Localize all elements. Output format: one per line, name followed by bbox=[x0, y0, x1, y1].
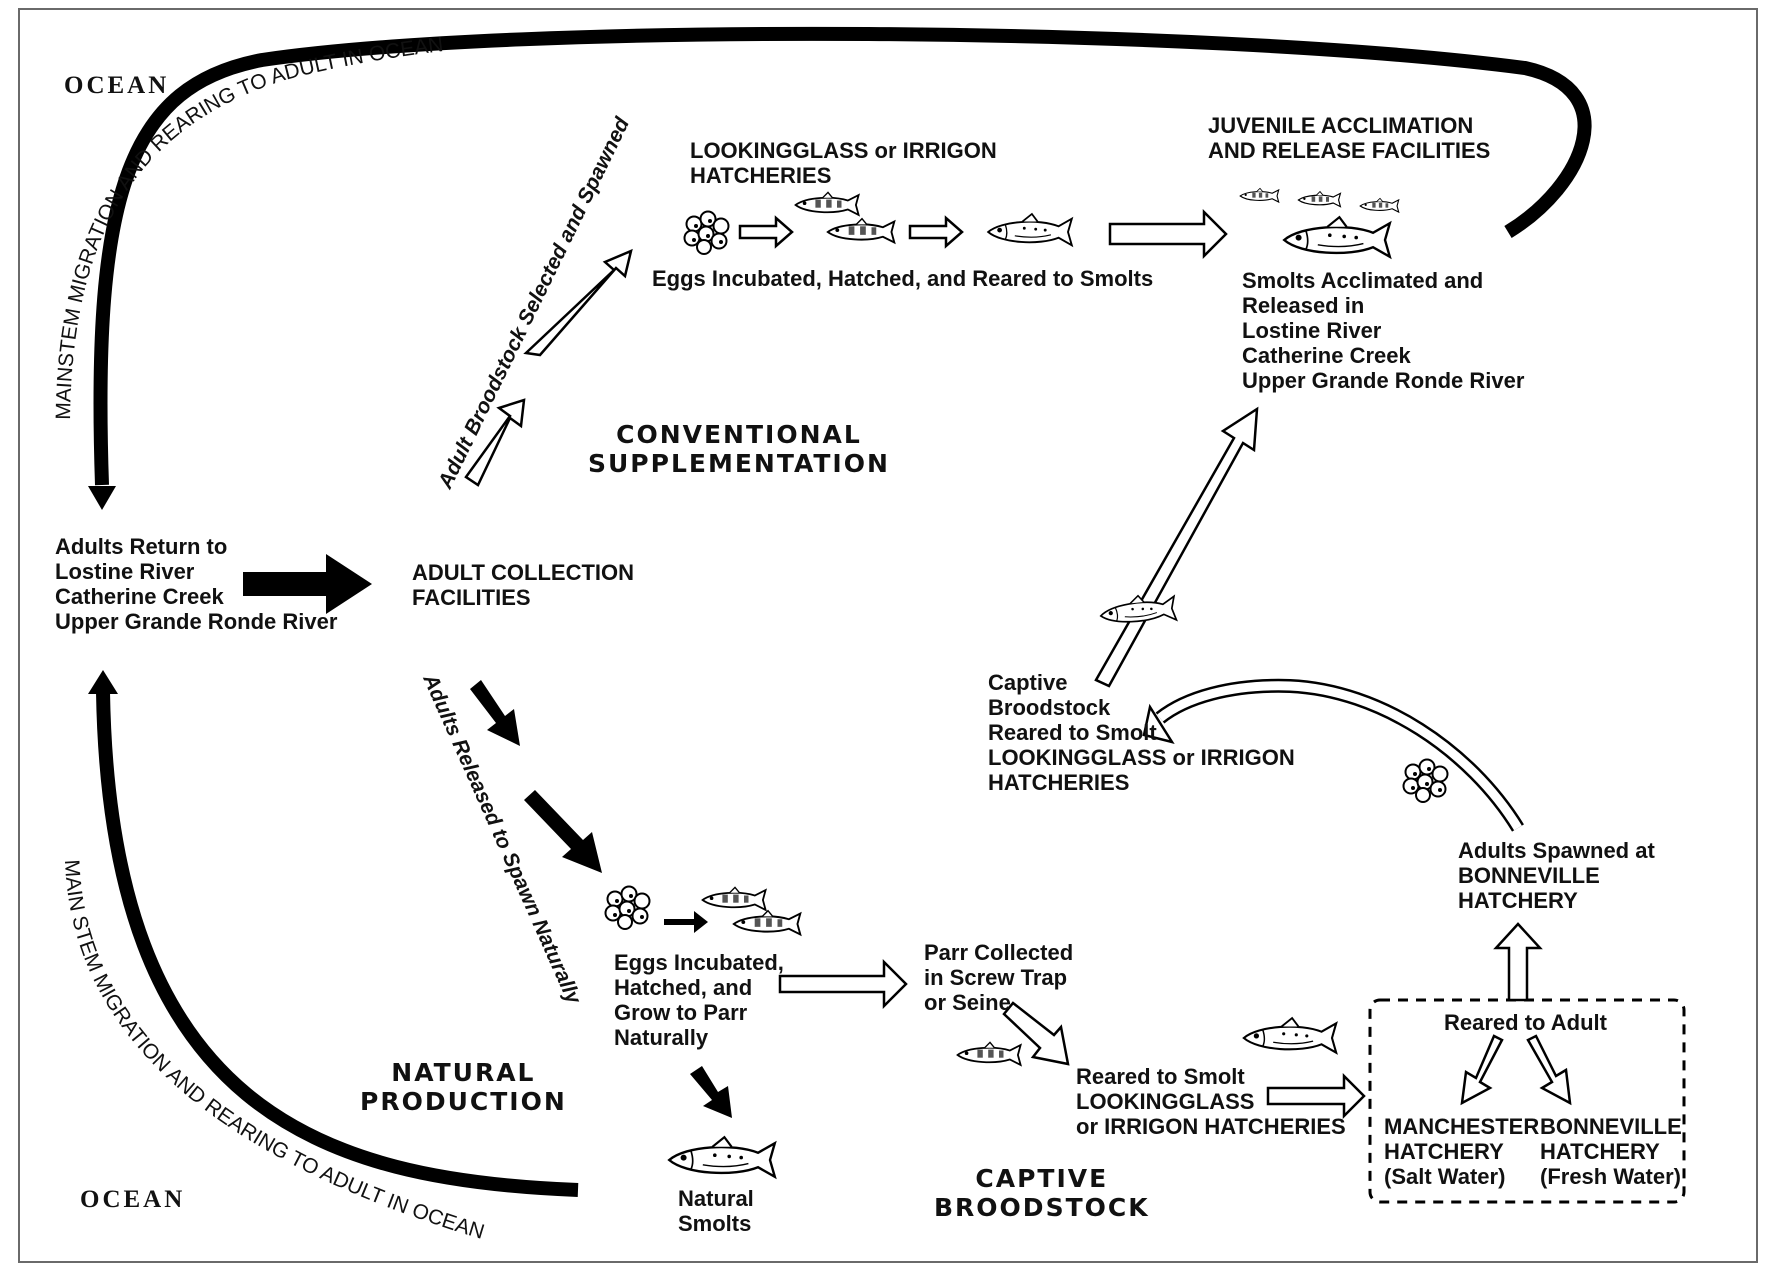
juvenile-fish-icon-3 bbox=[1359, 197, 1400, 213]
egg-cluster-icon-bonneville bbox=[1402, 758, 1449, 803]
node-eggs-reared-smolts: Eggs Incubated, Hatched, and Reared to S… bbox=[652, 266, 1154, 291]
egg-cluster-icon bbox=[683, 210, 730, 255]
natural-fry-icon-2 bbox=[732, 909, 802, 936]
captive-smolt-fish-icon-2 bbox=[1242, 1016, 1338, 1054]
arrow-bonneville-to-captive-head bbox=[1142, 703, 1175, 744]
node-bonneville-fresh: BONNEVILLE HATCHERY (Fresh Water) bbox=[1540, 1114, 1682, 1189]
arrow-to-natural-smolts bbox=[690, 1066, 732, 1118]
released-smolt-fish-icon bbox=[1282, 215, 1392, 258]
node-juvenile-acclimation: JUVENILE ACCLIMATION AND RELEASE FACILIT… bbox=[1208, 113, 1491, 163]
arrow-smolt-to-reared-adult bbox=[1266, 1072, 1366, 1120]
arrow-fry-to-smolt bbox=[908, 215, 964, 249]
ocean-label-bottom: OCEAN bbox=[80, 1186, 186, 1213]
natural-smolt-fish-icon bbox=[668, 1135, 776, 1179]
arrow-hatchery-to-acclimation bbox=[1108, 208, 1228, 260]
arrow-natural-eggs-to-fry bbox=[664, 911, 708, 933]
arrow-return-to-collection bbox=[243, 554, 372, 614]
fry-icon-2 bbox=[826, 217, 896, 244]
smolt-fish-icon bbox=[987, 212, 1073, 247]
natural-fry-icon bbox=[701, 886, 767, 911]
node-eggs-grow-parr: Eggs Incubated, Hatched, and Grow to Par… bbox=[614, 950, 784, 1050]
node-reared-to-smolt: Reared to Smolt LOOKINGGLASS or IRRIGON … bbox=[1076, 1064, 1346, 1139]
arrow-captive-to-release bbox=[1094, 406, 1259, 688]
ocean-migration-arc-bottom bbox=[96, 691, 579, 1197]
fry-icon bbox=[794, 191, 860, 216]
node-captive-reared-smolt: Captive Broodstock Reared to Smolt LOOKI… bbox=[988, 670, 1295, 795]
node-adult-collection: ADULT COLLECTION FACILITIES bbox=[412, 560, 635, 610]
arrow-collection-down-1 bbox=[470, 680, 520, 746]
arrow-parr-to-reared-smolt bbox=[1002, 1001, 1070, 1066]
node-natural-smolts: Natural Smolts bbox=[678, 1186, 754, 1236]
ocean-migration-arc-top bbox=[93, 26, 1592, 486]
arrow-to-manchester bbox=[1460, 1034, 1504, 1106]
node-parr-collected: Parr Collected in Screw Trap or Seine bbox=[924, 940, 1074, 1015]
arrow-box-to-spawned bbox=[1493, 922, 1543, 1002]
node-smolts-released: Smolts Acclimated and Released in Lostin… bbox=[1242, 268, 1525, 393]
node-hatcheries: LOOKINGGLASS or IRRIGON HATCHERIES bbox=[690, 138, 997, 188]
ocean-migration-arc-top-head bbox=[88, 486, 116, 510]
ocean-migration-arc-bottom-head bbox=[88, 670, 118, 694]
section-captive-broodstock: CAPTIVE BROODSTOCK bbox=[934, 1164, 1150, 1222]
node-manchester-hatchery: MANCHESTER HATCHERY (Salt Water) bbox=[1384, 1114, 1540, 1189]
parr-fish-icon bbox=[956, 1041, 1022, 1066]
arrow-to-bonneville-fresh bbox=[1526, 1034, 1572, 1106]
arrow-eggs-to-fry bbox=[738, 215, 794, 249]
ocean-label-top: OCEAN bbox=[64, 72, 170, 99]
arrow-collection-up-1 bbox=[464, 398, 526, 487]
node-adults-return: Adults Return to Lostine River Catherine… bbox=[55, 534, 338, 634]
node-reared-to-adult: Reared to Adult bbox=[1444, 1010, 1607, 1035]
section-conventional-supplementation: CONVENTIONAL SUPPLEMENTATION bbox=[588, 420, 890, 478]
arrow-parr-to-screw-trap bbox=[778, 958, 908, 1010]
juvenile-fish-icon bbox=[1239, 187, 1280, 203]
node-adults-spawned-bonneville: Adults Spawned at BONNEVILLE HATCHERY bbox=[1458, 838, 1655, 913]
arrow-collection-down-2 bbox=[524, 790, 602, 873]
arrow-collection-up-2 bbox=[523, 248, 633, 357]
section-natural-production: NATURAL PRODUCTION bbox=[360, 1058, 567, 1116]
egg-cluster-icon-natural bbox=[604, 885, 651, 930]
diagram-frame bbox=[18, 8, 1758, 1263]
juvenile-fish-icon-2 bbox=[1297, 191, 1342, 208]
